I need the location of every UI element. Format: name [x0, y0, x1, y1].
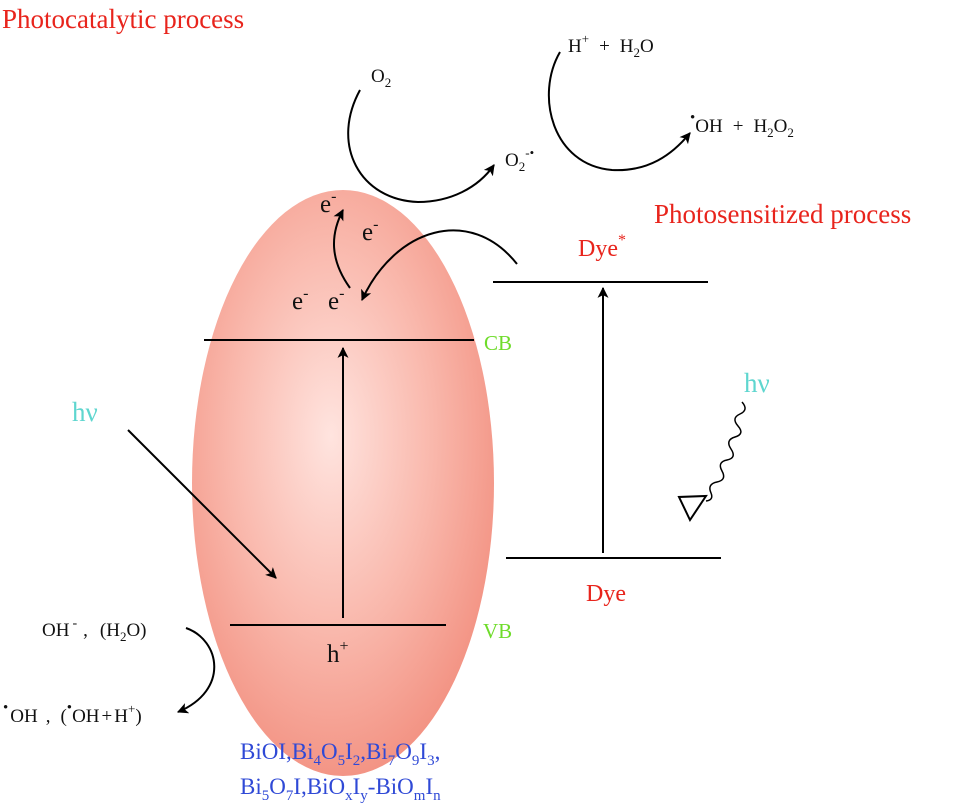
- materials-line-2: Bi5O7I,BiOxIy-BiOmIn: [240, 774, 441, 804]
- o2-label: O2: [371, 66, 391, 90]
- light-wave-right: [705, 401, 746, 502]
- electron-transfer-arrow: [333, 209, 351, 289]
- hplus-h2o-label: H++H2O: [568, 31, 654, 60]
- cb-label: CB: [484, 331, 512, 355]
- title-photosensitized: Photosensitized process: [654, 199, 911, 229]
- materials-line-1: BiOI,Bi4O5I2,Bi7O9I3,: [240, 739, 440, 769]
- electron-right: e-: [362, 216, 378, 246]
- hv-label-right: hν: [744, 368, 770, 398]
- vb-label: VB: [483, 619, 512, 643]
- hydroxyl-peroxide-label: •OH+H2O2: [690, 110, 794, 140]
- hydroxide-water-label: OH-,(H2O): [42, 616, 147, 644]
- hole-oxidation-arrow: [176, 627, 216, 714]
- electron-cb-right: e-: [328, 285, 344, 315]
- electron-injection-arrow: [361, 229, 518, 301]
- dye-ground-label: Dye: [586, 581, 626, 607]
- electron-top: e-: [320, 188, 336, 218]
- light-wave-arrowhead: [677, 494, 708, 523]
- hole-label: h+: [327, 638, 349, 668]
- radical-formation-arrow: [547, 51, 691, 172]
- hydroxyl-products-label: •OH,(•OH+H+): [3, 700, 142, 727]
- o2-reduction-arrow: [347, 89, 495, 204]
- electron-cb-left: e-: [292, 285, 308, 315]
- light-arrow-left: [127, 429, 277, 579]
- dye-excited-label: Dye*: [578, 232, 626, 262]
- superoxide-label: O2-•: [505, 145, 534, 174]
- title-photocatalytic: Photocatalytic process: [2, 4, 244, 34]
- hv-label-left: hν: [72, 397, 98, 427]
